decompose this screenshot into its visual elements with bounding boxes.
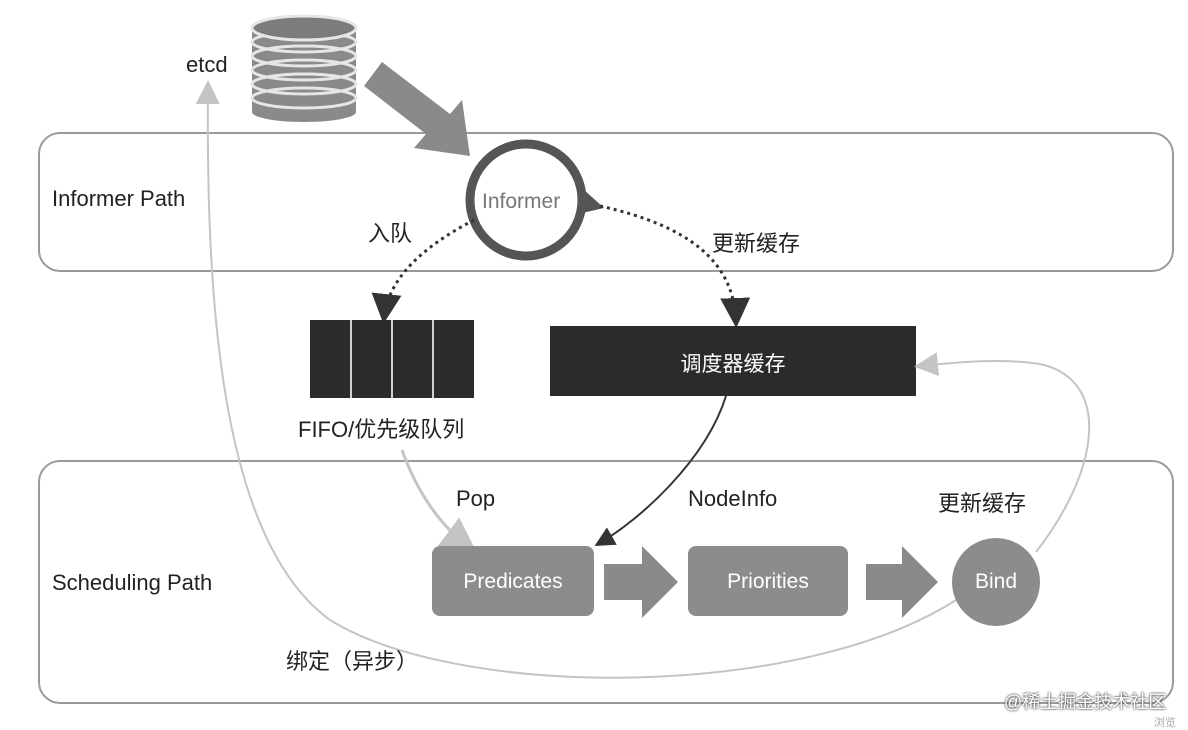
bind-update-cache-arrow (914, 352, 1091, 553)
informer-path-label: Informer Path (52, 186, 186, 211)
nodeinfo-arrow (594, 395, 727, 546)
scheduling-path-label: Scheduling Path (52, 570, 213, 595)
priorities-label: Priorities (727, 570, 809, 593)
informer-path-lane (38, 132, 1174, 272)
site-watermark: @稀土掘金技术社区 (1004, 692, 1167, 712)
predicates-label: Predicates (463, 570, 563, 593)
etcd-label: etcd (186, 52, 228, 77)
priorities-to-bind-arrow (866, 546, 938, 618)
informer-label: Informer (482, 190, 561, 213)
scheduler-cache-label: 调度器缓存 (680, 353, 786, 376)
predicates-to-priorities-arrow (604, 546, 678, 618)
bind-circle (952, 538, 1040, 626)
update-cache-label-top: 更新缓存 (712, 231, 801, 256)
database-icon (250, 14, 358, 122)
bind-async-arrow (195, 80, 957, 679)
nodeinfo-label: NodeInfo (688, 486, 778, 511)
etcd-to-informer-arrow (364, 62, 470, 156)
queue-caption: FIFO/优先级队列 (298, 417, 465, 442)
update-cache-label-bottom: 更新缓存 (938, 491, 1027, 516)
informer-loop-arrowhead (578, 188, 604, 214)
update-cache-arrow (599, 204, 751, 328)
corner-watermark: 浏览 (1154, 717, 1176, 729)
scheduler-cache-block (550, 326, 916, 396)
bind-async-label: 绑定（异步） (286, 649, 419, 674)
fifo-queue-block (310, 320, 474, 398)
pop-arrow (400, 449, 478, 554)
priorities-box (688, 546, 848, 616)
pop-label: Pop (456, 486, 496, 511)
enqueue-arrow (371, 218, 475, 324)
scheduling-path-lane (38, 460, 1174, 704)
enqueue-label: 入队 (368, 221, 413, 246)
predicates-box (432, 546, 594, 616)
bind-label: Bind (974, 570, 1018, 593)
